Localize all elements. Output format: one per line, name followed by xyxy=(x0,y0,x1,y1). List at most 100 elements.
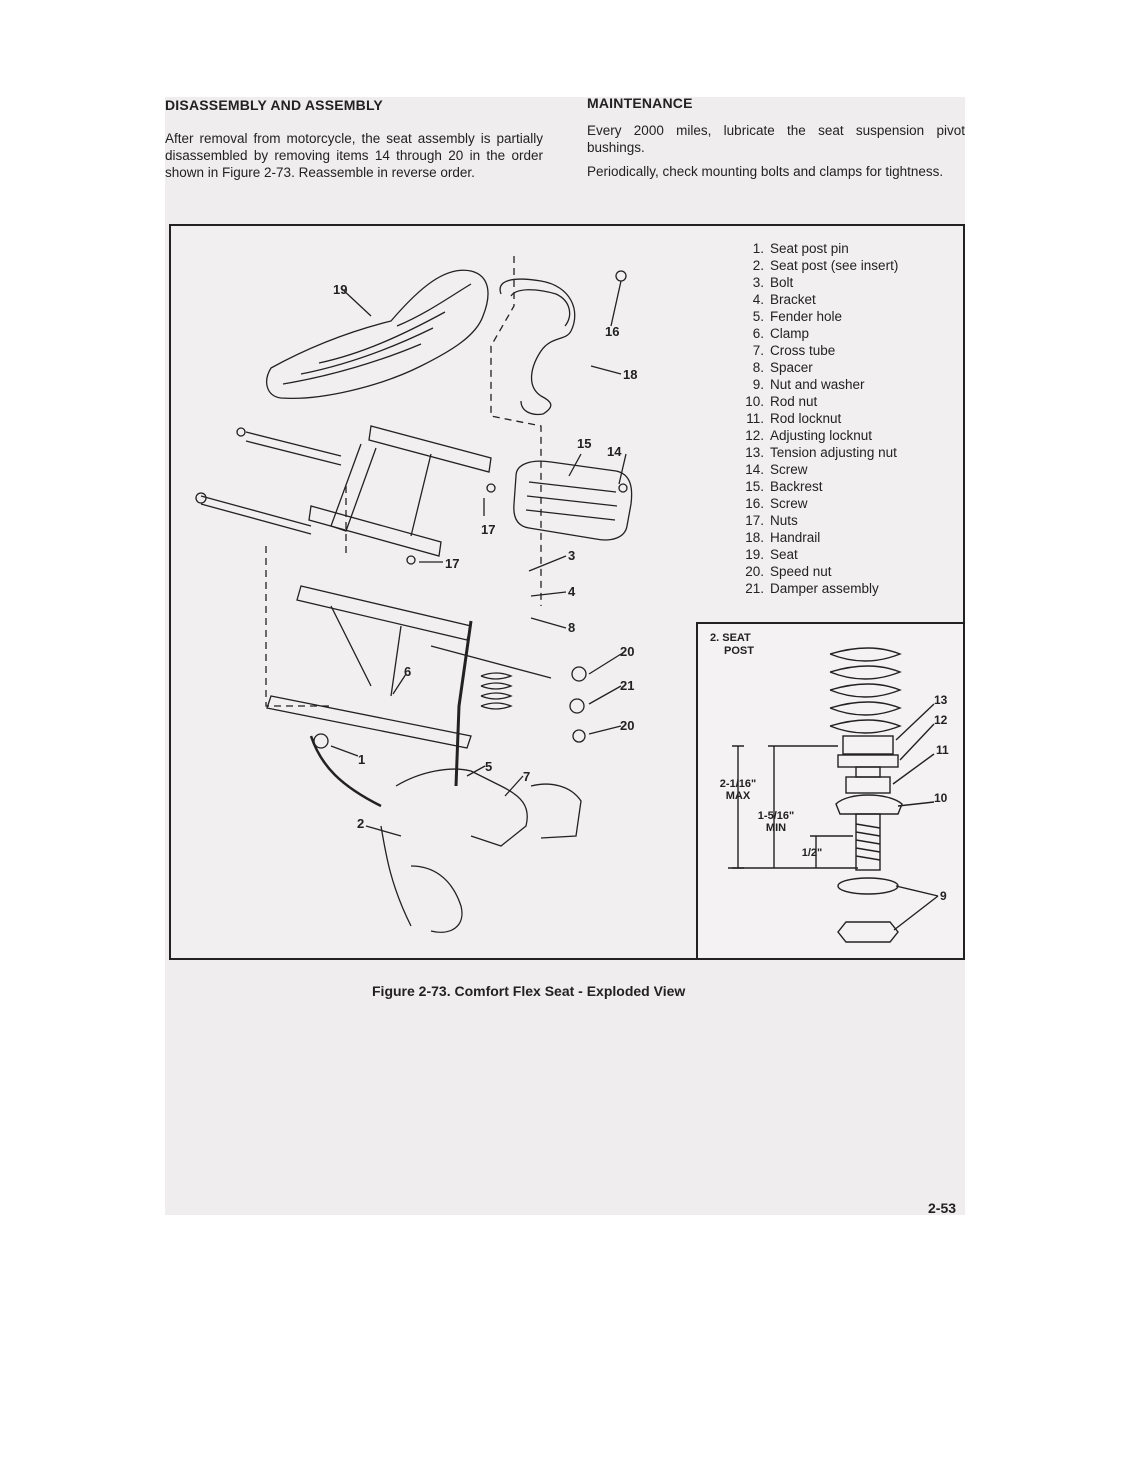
legend-item-number: 9. xyxy=(752,377,764,392)
page-number: 2-53 xyxy=(928,1200,957,1216)
legend-item: 13.Tension adjusting nut xyxy=(738,444,898,461)
pivot-link xyxy=(296,585,472,641)
legend-item-label: Damper assembly xyxy=(770,581,879,596)
maintenance-paragraph-2: Periodically, check mounting bolts and c… xyxy=(587,164,944,179)
lower-bracket xyxy=(308,505,442,557)
dim-max-word: MAX xyxy=(725,790,751,802)
legend-item-number: 3. xyxy=(752,275,764,290)
legend-item: 14.Screw xyxy=(738,461,898,478)
rod-locknut xyxy=(845,776,891,794)
legend-item: 10.Rod nut xyxy=(738,393,898,410)
legend-item-label: Cross tube xyxy=(770,343,836,358)
callout-20-upper: 20 xyxy=(620,644,634,659)
legend-item: 2. Seat post (see insert) xyxy=(738,257,899,274)
legend-item: 12. Adjusting locknut xyxy=(738,427,898,444)
legend-item: 5. Fender hole xyxy=(738,308,898,325)
callout-14: 14 xyxy=(607,444,622,459)
legend-item-label: Speed nut xyxy=(770,564,832,579)
legend-item-label: Spacer xyxy=(770,360,813,375)
upper-bracket xyxy=(368,425,492,473)
inset-callout-12: 12 xyxy=(934,713,948,727)
legend-item-label: Rod nut xyxy=(770,394,818,409)
seat-post xyxy=(454,620,473,787)
inset-title: 2. SEAT POST xyxy=(710,632,754,658)
inset-callout-11: 11 xyxy=(936,743,949,757)
legend-item-number: 12. xyxy=(745,428,764,443)
disassembly-paragraph: After removal from motorcycle, the seat … xyxy=(165,131,543,180)
inset-spring xyxy=(829,647,902,662)
callout-18: 18 xyxy=(623,367,637,382)
callout-19: 19 xyxy=(333,282,347,297)
legend-item-label: Bolt xyxy=(770,275,794,290)
figure-caption: Figure 2-73. Comfort Flex Seat - Explode… xyxy=(372,983,686,999)
legend-item: 15.Backrest xyxy=(738,478,898,495)
handrail-outline xyxy=(499,278,576,416)
legend-item-label: Seat post pin xyxy=(770,241,849,256)
cross-tube-upper xyxy=(245,431,342,457)
legend-item-label: Seat post (see insert) xyxy=(770,258,899,273)
legend-item-number: 17. xyxy=(745,513,764,528)
seat-post-inset xyxy=(696,622,965,960)
legend-item-label: Adjusting locknut xyxy=(770,428,873,443)
legend-item-label: Backrest xyxy=(770,479,823,494)
parts-legend: 1. Seat post pin 2. Seat post (see insert) 3… xyxy=(738,240,898,597)
legend-item: 19. Seat xyxy=(738,546,898,563)
callout-5: 5 xyxy=(485,759,492,774)
legend-item: 1. Seat post pin xyxy=(738,240,898,257)
legend-item-number: 18. xyxy=(745,530,764,545)
legend-item-label: Rod locknut xyxy=(770,411,842,426)
legend-item-number: 1. xyxy=(752,241,764,256)
seat-pleat xyxy=(282,343,422,385)
disassembly-heading: DISASSEMBLY AND ASSEMBLY xyxy=(165,97,383,113)
legend-item: 11. Rod locknut xyxy=(738,410,898,427)
legend-item-number: 4. xyxy=(752,292,764,307)
legend-item-label: Nut and washer xyxy=(770,377,865,392)
callout-17-upper: 17 xyxy=(481,522,495,537)
legend-item-number: 14. xyxy=(745,462,764,477)
seat-post-detail-drawing: 13 12 11 10 9 xyxy=(728,647,949,943)
legend-item: 16.Screw xyxy=(738,495,898,512)
inset-title-line1: 2. SEAT xyxy=(710,632,751,644)
legend-item-label: Fender hole xyxy=(770,309,843,324)
legend-item-number: 13. xyxy=(745,445,764,460)
legend-item-label: Nuts xyxy=(770,513,798,528)
legend-item-number: 19. xyxy=(745,547,764,562)
callout-4: 4 xyxy=(568,584,576,599)
callout-21: 21 xyxy=(620,678,634,693)
washer xyxy=(837,877,899,895)
legend-item: 4. Bracket xyxy=(738,291,898,308)
legend-item: 6.Clamp xyxy=(738,325,898,342)
legend-item-number: 16. xyxy=(745,496,764,511)
nut xyxy=(837,921,899,943)
cross-tube-lower xyxy=(200,495,312,527)
legend-item-label: Handrail xyxy=(770,530,821,545)
legend-item: 7. Cross tube xyxy=(738,342,898,359)
dim-half-label: 1/2" xyxy=(801,847,823,859)
legend-item: 8. Spacer xyxy=(738,359,898,376)
maintenance-heading: MAINTENANCE xyxy=(587,95,693,111)
callout-6: 6 xyxy=(404,664,411,679)
legend-item: 17. Nuts xyxy=(738,512,898,529)
legend-item-label: Seat xyxy=(770,547,798,562)
legend-item-number: 20. xyxy=(745,564,764,579)
callout-17-lower: 17 xyxy=(445,556,459,571)
backrest-outline xyxy=(513,460,633,541)
inset-callout-10: 10 xyxy=(934,791,948,805)
legend-item-number: 2. xyxy=(752,258,764,273)
dim-max-label: 2-1/16" MAX xyxy=(712,778,764,802)
callout-7: 7 xyxy=(523,769,530,784)
inset-callout-9: 9 xyxy=(940,889,947,903)
dim-max-value: 2-1/16" xyxy=(719,778,757,790)
damper-spring xyxy=(480,672,513,710)
legend-item-number: 5. xyxy=(752,309,764,324)
callout-15: 15 xyxy=(577,436,591,451)
legend-item-label: Bracket xyxy=(770,292,816,307)
tension-adjusting-nut xyxy=(842,735,894,755)
legend-item-number: 6. xyxy=(752,326,764,341)
legend-item-number: 8. xyxy=(752,360,764,375)
callout-3: 3 xyxy=(568,548,575,563)
legend-item-number: 11. xyxy=(746,411,764,426)
legend-item-number: 7. xyxy=(752,343,764,358)
legend-item-number: 21. xyxy=(745,581,764,596)
rod-nut xyxy=(835,794,903,815)
